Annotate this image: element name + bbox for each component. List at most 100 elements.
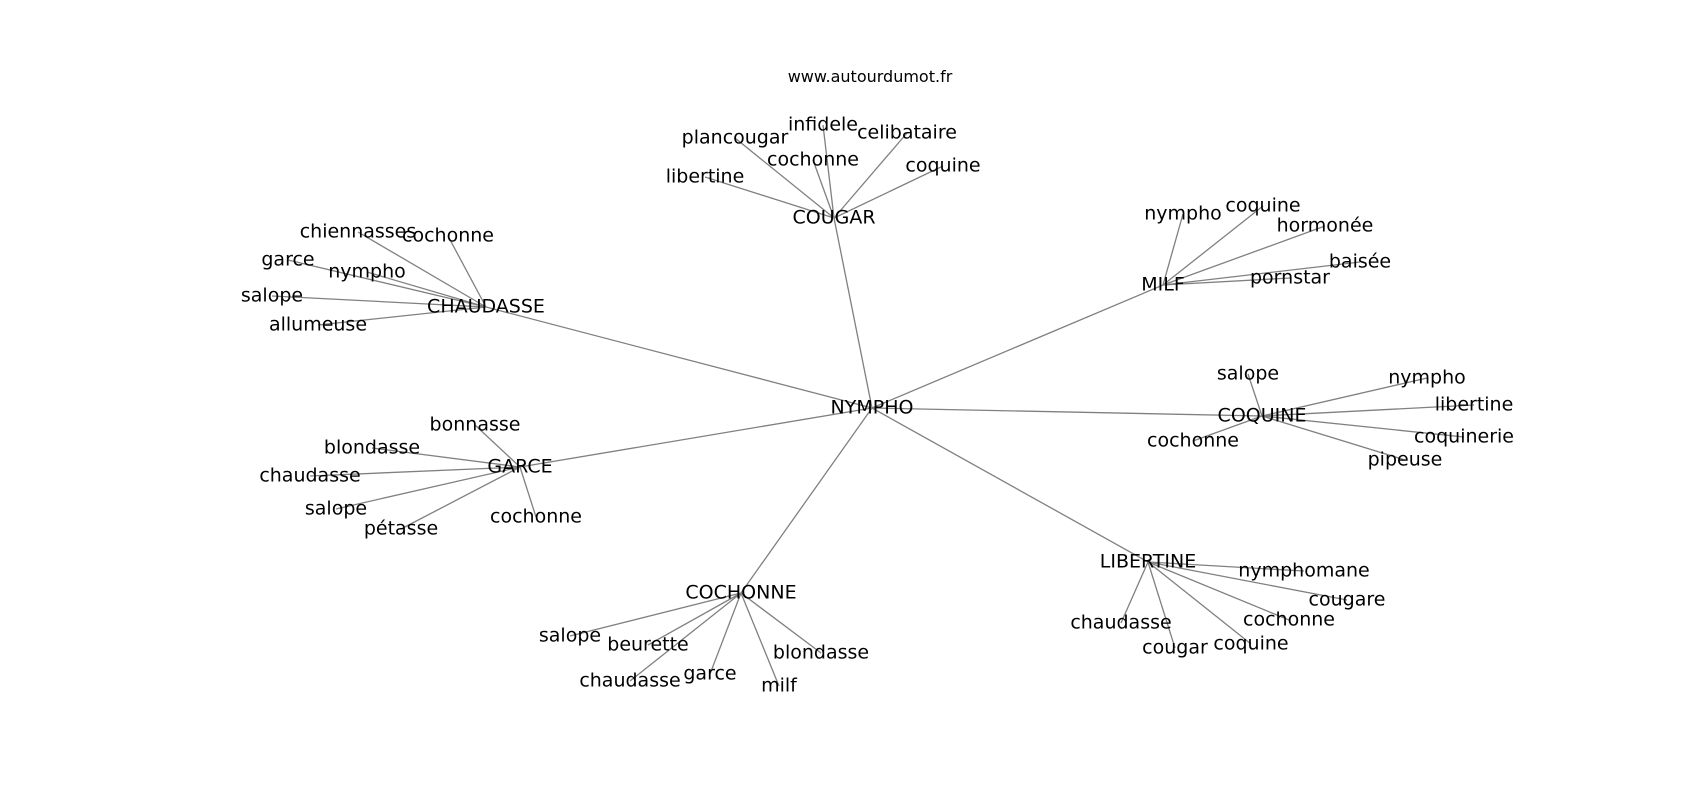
hub-to-leaf-edge	[1120, 561, 1149, 624]
hub-to-leaf-edge	[1147, 561, 1176, 649]
leaf-node-label: salope	[539, 625, 601, 647]
root-to-hub-edge	[485, 306, 873, 409]
hub-to-leaf-edge	[309, 466, 521, 477]
hub-to-leaf-edge	[287, 259, 487, 308]
graph-edges	[271, 124, 1475, 687]
hub-to-leaf-edge	[704, 176, 835, 219]
hub-to-leaf-edge	[400, 466, 521, 530]
leaf-node-label: coquine	[1225, 195, 1300, 217]
root-to-hub-edge	[871, 284, 1164, 409]
leaf-node-label: salope	[241, 285, 303, 307]
leaf-node-label: cougare	[1309, 589, 1386, 611]
hub-to-leaf-edge	[740, 592, 780, 687]
hub-to-leaf-edge	[822, 124, 835, 219]
hub-node-label: CHAUDASSE	[427, 296, 545, 318]
hub-to-leaf-edge	[833, 132, 908, 219]
leaf-node-label: cochonne	[402, 225, 494, 247]
hub-to-leaf-edge	[1162, 277, 1291, 286]
hub-node-label: LIBERTINE	[1100, 551, 1196, 573]
leaf-node-label: celibataire	[857, 122, 957, 144]
leaf-node-label: libertine	[1435, 394, 1514, 416]
leaf-node-label: salope	[1217, 363, 1279, 385]
hub-to-leaf-edge	[629, 592, 742, 682]
leaf-node-label: milf	[761, 675, 798, 697]
hub-to-leaf-edge	[1147, 561, 1290, 621]
root-to-hub-edge	[519, 407, 873, 468]
hub-to-leaf-edge	[1261, 415, 1465, 438]
hub-to-leaf-edge	[1147, 561, 1305, 572]
leaf-node-label: bonnasse	[430, 414, 521, 436]
root-to-hub-edge	[871, 407, 1149, 563]
leaf-node-label: cochonne	[1243, 609, 1335, 631]
leaf-node-label: chaudasse	[1070, 612, 1171, 634]
leaf-node-label: cougar	[1142, 637, 1208, 659]
hub-node-label: COQUINE	[1218, 405, 1307, 427]
leaf-node-label: baisée	[1329, 251, 1391, 273]
leaf-node-label: pornstar	[1250, 267, 1330, 289]
leaf-node-label: chaudasse	[259, 465, 360, 487]
leaf-node-label: hormonée	[1277, 215, 1374, 237]
hub-to-leaf-edge	[647, 592, 742, 646]
leaf-node-label: garce	[683, 663, 736, 685]
leaf-node-label: beurette	[607, 634, 688, 656]
site-url: www.autourdumot.fr	[788, 67, 953, 86]
hub-to-leaf-edge	[812, 159, 835, 219]
hub-to-leaf-edge	[1147, 561, 1252, 645]
leaf-node-label: nympho	[328, 261, 406, 283]
hub-to-leaf-edge	[1261, 415, 1406, 461]
leaf-node-label: nymphomane	[1238, 560, 1369, 582]
hub-node-label: COCHONNE	[685, 582, 796, 604]
hub-node-label: MILF	[1141, 274, 1185, 296]
graph-nodes: NYMPHOCOUGARlibertineplancougarinfidelec…	[241, 114, 1514, 697]
leaf-node-label: plancougar	[682, 127, 789, 149]
hub-to-leaf-edge	[474, 424, 521, 468]
leaf-node-label: cochonne	[490, 506, 582, 528]
hub-to-leaf-edge	[569, 592, 742, 637]
hub-to-leaf-edge	[357, 231, 487, 308]
leaf-node-label: chaudasse	[579, 670, 680, 692]
hub-to-leaf-edge	[1162, 261, 1361, 286]
hub-to-leaf-edge	[1162, 213, 1184, 286]
hub-to-leaf-edge	[1162, 225, 1326, 286]
hub-to-leaf-edge	[1192, 415, 1263, 442]
root-node-label: NYMPHO	[831, 397, 914, 419]
leaf-node-label: pétasse	[364, 518, 438, 540]
leaf-node-label: libertine	[666, 166, 745, 188]
leaf-node-label: garce	[261, 249, 314, 271]
hub-to-leaf-edge	[366, 271, 487, 308]
hub-to-leaf-edge	[519, 466, 537, 518]
leaf-node-label: blondasse	[324, 437, 420, 459]
hub-to-leaf-edge	[1261, 377, 1428, 417]
hub-to-leaf-edge	[734, 137, 835, 219]
hub-to-leaf-edge	[317, 306, 487, 326]
hub-to-leaf-edge	[271, 295, 487, 308]
hub-to-leaf-edge	[1162, 205, 1264, 286]
leaf-node-label: cochonne	[1147, 430, 1239, 452]
hub-node-label: GARCE	[487, 456, 552, 478]
leaf-node-label: salope	[305, 498, 367, 520]
hub-to-leaf-edge	[709, 592, 742, 675]
leaf-node-label: coquinerie	[1414, 426, 1514, 448]
leaf-node-label: coquine	[905, 155, 980, 177]
leaf-node-label: cochonne	[767, 149, 859, 171]
leaf-node-label: allumeuse	[269, 314, 367, 336]
hub-to-leaf-edge	[1147, 561, 1348, 601]
leaf-node-label: coquine	[1213, 633, 1288, 655]
root-to-hub-edge	[740, 407, 873, 594]
leaf-node-label: infidele	[788, 114, 858, 136]
hub-to-leaf-edge	[371, 447, 521, 468]
root-to-hub-edge	[833, 217, 873, 409]
hub-node-label: COUGAR	[792, 207, 875, 229]
leaf-node-label: blondasse	[773, 642, 869, 664]
leaf-node-label: nympho	[1388, 367, 1466, 389]
hub-to-leaf-edge	[1261, 404, 1475, 417]
hub-to-leaf-edge	[447, 235, 487, 308]
leaf-node-label: nympho	[1144, 203, 1222, 225]
hub-to-leaf-edge	[335, 466, 521, 510]
leaf-node-label: pipeuse	[1368, 449, 1443, 471]
hub-to-leaf-edge	[740, 592, 822, 654]
hub-to-leaf-edge	[833, 165, 944, 219]
leaf-node-label: chiennasses	[300, 221, 417, 243]
root-to-hub-edge	[871, 407, 1263, 417]
